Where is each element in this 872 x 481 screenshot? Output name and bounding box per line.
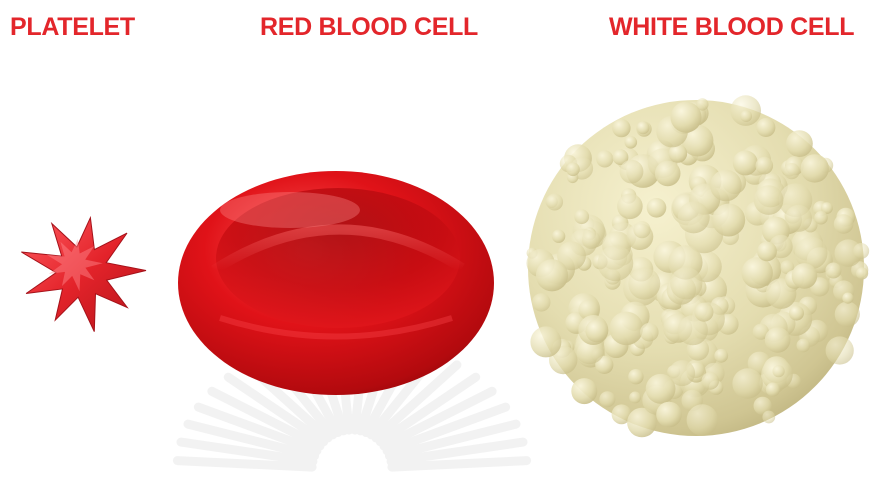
wbc-surface-bump (785, 205, 812, 232)
wbc-surface-bump (789, 306, 804, 321)
wbc-surface-bump (566, 163, 580, 177)
wbc-surface-bump (655, 161, 681, 187)
wbc-surface-bump (756, 157, 774, 175)
wbc-surface-bump (853, 243, 869, 259)
wbc-surface-bump (596, 150, 613, 167)
wbc-surface-bump (834, 214, 854, 234)
wbc-surface-bump (766, 383, 780, 397)
wbc-surface-bump (792, 263, 818, 289)
wbc-surface-bump (814, 211, 828, 225)
wbc-surface-bump (546, 194, 563, 211)
wbc-surface-bump (552, 230, 565, 243)
wbc-surface-bump (842, 293, 853, 304)
wbc-surface-bump (786, 130, 813, 157)
wbc-surface-bump (825, 263, 841, 279)
wbc-surface-bump (797, 339, 811, 353)
wbc-surface-bump (610, 312, 644, 346)
wbc-surface-bump (765, 327, 791, 353)
wbc-surface-bump (536, 259, 568, 291)
red-blood-cell-illustration (178, 171, 494, 395)
wbc-surface-bump (585, 320, 608, 343)
wbc-surface-bump (742, 257, 773, 288)
wbc-surface-bump (687, 404, 718, 435)
wbc-surface-bump (574, 209, 589, 224)
wbc-surface-bump (754, 185, 784, 215)
wbc-surface-bump (773, 365, 785, 377)
wbc-surface-bump (670, 267, 702, 299)
wbc-surface-bump (532, 293, 550, 311)
wbc-surface-bump (856, 267, 868, 279)
wbc-surface-bump (612, 119, 630, 137)
wbc-surface-bump (710, 170, 742, 202)
wbc-surface-bump (633, 221, 650, 238)
wbc-surface-bump (582, 231, 600, 249)
wbc-surface-bump (598, 245, 634, 281)
wbc-surface-bump (530, 326, 561, 357)
wbc-surface-bump (625, 136, 638, 149)
wbc-surface-bump (801, 154, 829, 182)
wbc-surface-bump (714, 349, 728, 363)
wbc-surface-bump (628, 369, 643, 384)
wbc-surface-bump (656, 402, 682, 428)
wbc-surface-bump (835, 302, 860, 327)
wbc-surface-bump (671, 102, 702, 133)
wbc-surface-bump (762, 411, 775, 424)
wbc-surface-bump (620, 160, 644, 184)
wbc-surface-bump (599, 391, 615, 407)
white-blood-cell-illustration (527, 95, 870, 437)
wbc-surface-bump (732, 368, 762, 398)
wbc-surface-bump (757, 242, 777, 262)
wbc-surface-bump (640, 323, 659, 342)
wbc-surface-bump (629, 392, 641, 404)
wbc-surface-bump (740, 110, 752, 122)
wbc-surface-bump (678, 201, 710, 233)
wbc-surface-bump (637, 121, 650, 134)
wbc-surface-bump (694, 303, 713, 322)
wbc-surface-bump (647, 198, 667, 218)
wbc-surface-bump (571, 378, 597, 404)
wbc-surface-bump (784, 163, 800, 179)
wbc-surface-bump (826, 336, 854, 364)
wbc-surface-bump (669, 360, 695, 386)
platelet-illustration (21, 218, 146, 332)
wbc-surface-bump (617, 194, 643, 220)
wbc-surface-bump (756, 118, 775, 137)
wbc-surface-bump (733, 150, 758, 175)
wbc-surface-bump (628, 268, 660, 300)
wbc-surface-bump (702, 372, 720, 390)
